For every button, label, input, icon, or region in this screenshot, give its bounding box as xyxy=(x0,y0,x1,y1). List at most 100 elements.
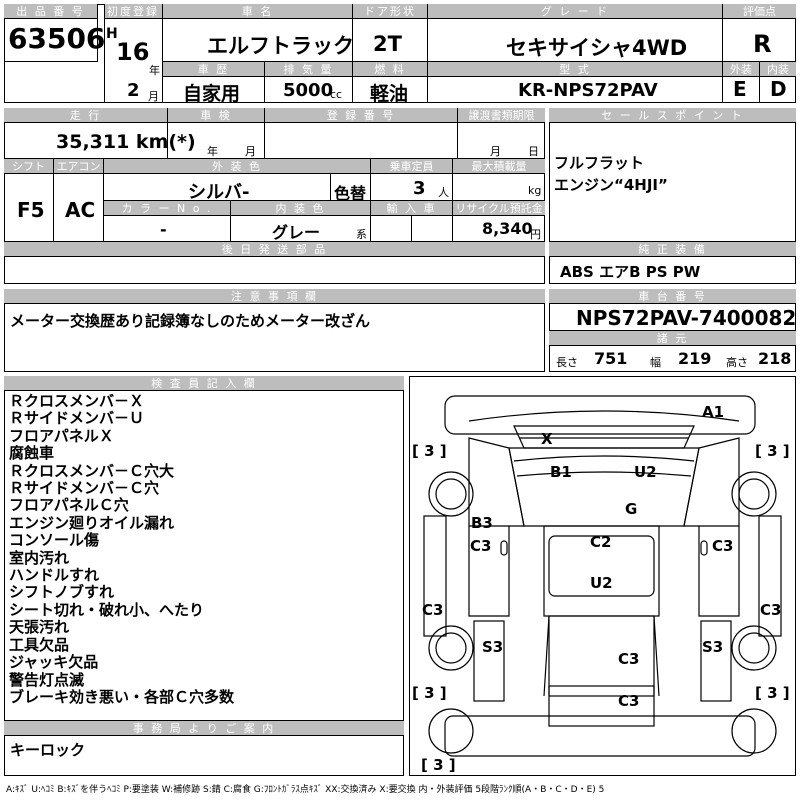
damage-mark: S3 xyxy=(702,638,724,656)
ac: AC xyxy=(65,198,96,222)
color-no: - xyxy=(160,220,167,239)
max-load-unit: kg xyxy=(528,184,542,197)
score: R xyxy=(753,30,772,58)
tire-front-left: [ 3 ] xyxy=(412,442,447,460)
inspector-note: コンソール傷 xyxy=(9,531,100,550)
doors-label: ドア形状 xyxy=(353,4,427,19)
damage-mark: U2 xyxy=(634,463,657,481)
height: 218 xyxy=(758,349,792,368)
int-color-label: 内 装 色 xyxy=(231,201,370,216)
capacity-label: 乗車定員 xyxy=(371,159,452,174)
equipment-label: 純 正 装 備 xyxy=(549,242,796,257)
recycle-fee: 8,340 xyxy=(482,219,533,238)
inspector-note: フロアパネルＣ穴 xyxy=(9,496,129,515)
legend: A:ｷｽﾞ U:ﾍｺﾐ B:ｷｽﾞを伴うﾍｺﾐ P:要塗装 W:補修跡 S:錆 … xyxy=(6,785,605,795)
car-name: エルフトラック xyxy=(207,34,354,58)
score-label: 評価点 xyxy=(723,4,796,19)
damage-diagram-panel xyxy=(409,376,796,776)
displacement-unit: cc xyxy=(330,88,343,101)
sales-point-1: フルフラット xyxy=(554,154,645,172)
sales-points-panel xyxy=(549,108,796,284)
ext-color: シルバ- xyxy=(188,182,250,203)
model-label: 型 式 xyxy=(428,62,722,77)
office-note: キーロック xyxy=(10,741,86,759)
tire-spare: [ 3 ] xyxy=(421,756,456,774)
max-load-label: 最大積載量 xyxy=(453,159,545,174)
damage-mark: C3 xyxy=(760,601,782,619)
inspector-note: ブレーキ効き悪い・各部Ｃ穴多数 xyxy=(9,687,235,706)
sales-point-2: エンジン“4HJI” xyxy=(554,176,668,194)
capacity-unit: 人 xyxy=(438,186,449,199)
width: 219 xyxy=(678,349,712,368)
height-label: 高さ xyxy=(726,356,748,369)
inspector-note: シフトノブすれ xyxy=(9,583,115,602)
fuel: 軽油 xyxy=(370,83,409,105)
int-grade: D xyxy=(770,77,787,101)
sales-points-label: セ ー ル ス ポ イ ン ト xyxy=(549,108,796,123)
shift-label: シフト xyxy=(4,159,53,174)
color-change: 色替 xyxy=(334,184,367,203)
tire-rear-right: [ 3 ] xyxy=(755,684,790,702)
recycle-unit: 円 xyxy=(530,228,541,241)
inspector-note: 室内汚れ xyxy=(9,548,70,567)
era: H xyxy=(106,26,118,42)
year-unit: 年 xyxy=(149,64,160,77)
length-label: 長さ xyxy=(556,356,578,369)
first-reg-label: 初度登録 xyxy=(104,4,162,19)
transfer-day: 日 xyxy=(528,145,539,158)
dims-label: 諸 元 xyxy=(549,331,796,346)
inspector-note: エンジン廻りオイル漏れ xyxy=(9,513,175,532)
damage-mark: C2 xyxy=(590,533,612,551)
damage-mark: C3 xyxy=(470,537,492,555)
doors: 2T xyxy=(373,32,402,56)
insp-year: 年 xyxy=(207,145,218,158)
history-label: 車 歴 xyxy=(163,62,264,77)
int-color: グレー xyxy=(272,223,321,242)
inspection-label: 車 検 xyxy=(168,108,264,123)
damage-mark: U2 xyxy=(590,574,613,592)
lot-no-label: 出 品 番 号 xyxy=(4,4,97,19)
mileage: 35,311 km(*) xyxy=(56,131,196,153)
grade-label: グ レ ー ド xyxy=(428,4,722,19)
length: 751 xyxy=(594,349,628,368)
inspector-note: Ｒサイドメンバ－Ｃ穴 xyxy=(9,479,160,498)
insp-month: 月 xyxy=(245,145,256,158)
model: KR-NPS72PAV xyxy=(518,80,658,101)
transfer-month: 月 xyxy=(490,145,501,158)
inspector-note: 天張汚れ xyxy=(9,618,70,637)
inspector-note: 警告灯点滅 xyxy=(9,670,85,689)
damage-mark: C3 xyxy=(422,601,444,619)
damage-mark: C3 xyxy=(618,692,640,710)
history: 自家用 xyxy=(183,83,241,105)
inspector-note: Ｒクロスメンバ－Ｃ穴大 xyxy=(9,461,175,480)
reg-month: 2 xyxy=(127,80,140,101)
office-label: 事 務 局 よ り ご 案 内 xyxy=(4,721,404,736)
shift: F5 xyxy=(17,198,45,222)
ext-grade: E xyxy=(733,77,747,101)
tire-rear-left: [ 3 ] xyxy=(412,684,447,702)
inspector-label: 検 査 員 記 入 欄 xyxy=(4,376,404,391)
inspector-note: 腐蝕車 xyxy=(9,444,55,463)
displacement-label: 排 気 量 xyxy=(265,62,352,77)
chassis-label: 車 台 番 号 xyxy=(549,289,796,304)
damage-mark: C3 xyxy=(712,537,734,555)
ext-color-label: 外 装 色 xyxy=(104,159,370,174)
damage-mark: S3 xyxy=(482,638,504,656)
inspector-note: フロアパネルＸ xyxy=(9,426,114,445)
grade: セキサイシャ4WD xyxy=(506,36,688,60)
chassis-number: NPS72PAV-7400082 xyxy=(576,306,797,330)
transfer-label: 譲渡書類期限 xyxy=(458,108,545,123)
damage-mark: A1 xyxy=(702,403,725,421)
damage-mark: B1 xyxy=(550,463,572,481)
ac-label: エアコン xyxy=(54,159,103,174)
inspector-note: Ｒサイドメンバ－Ｕ xyxy=(9,409,145,428)
damage-mark: B3 xyxy=(471,514,493,532)
later-parts-label: 後 日 発 送 部 品 xyxy=(4,242,545,257)
damage-mark: G xyxy=(625,500,638,518)
damage-mark: X xyxy=(541,430,553,448)
ext-label: 外装 xyxy=(723,62,759,77)
reg-year: 16 xyxy=(116,38,150,66)
inspector-note: シート切れ・破れ小、へたり xyxy=(9,600,205,619)
int-label: 内装 xyxy=(760,62,796,77)
